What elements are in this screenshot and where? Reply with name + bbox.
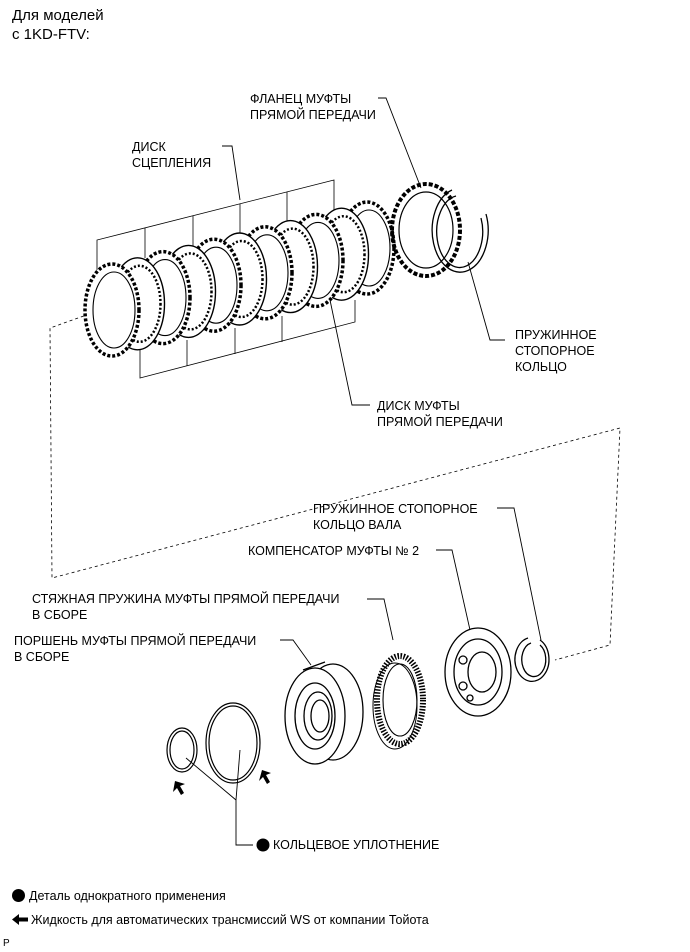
label-return-spring-1: СТЯЖНАЯ ПРУЖИНА МУФТЫ ПРЯМОЙ ПЕРЕДАЧИ: [32, 592, 340, 606]
label-return-spring-2: В СБОРЕ: [32, 608, 88, 622]
clutch-compensator: [444, 627, 512, 717]
label-shaft-snap-ring-1: ПРУЖИННОЕ СТОПОРНОЕ: [313, 502, 478, 516]
dashed-guide-lines: [49, 311, 621, 661]
non-reusable-dot: [256, 838, 270, 852]
label-compensator: КОМПЕНСАТОР МУФТЫ № 2: [248, 544, 420, 558]
header-models-line-2: с 1KD-FTV:: [12, 26, 90, 43]
label-shaft-snap-ring-2: КОЛЬЦО ВАЛА: [313, 518, 402, 532]
label-direct-disc-2: ПРЯМОЙ ПЕРЕДАЧИ: [377, 415, 503, 429]
clutch-disc-bracket: [96, 179, 356, 379]
fluid-arrow-icon: [12, 914, 28, 925]
label-piston-2: В СБОРЕ: [14, 650, 70, 664]
label-snap-ring-3: КОЛЬЦО: [515, 360, 567, 374]
legend-fluid: Жидкость для автоматических трансмиссий …: [12, 912, 429, 928]
clutch-disc-stack: [83, 200, 396, 358]
header-models-line-1: Для моделей: [12, 7, 104, 24]
label-clutch-disc-2: СЦЕПЛЕНИЯ: [132, 156, 212, 170]
label-flange-1: ФЛАНЕЦ МУФТЫ: [250, 92, 352, 106]
label-flange-2: ПРЯМОЙ ПЕРЕДАЧИ: [250, 108, 376, 122]
piston-assembly: [284, 661, 364, 765]
o-rings: [166, 702, 261, 784]
snap-ring: [431, 189, 489, 273]
leader-lines: [185, 97, 542, 846]
label-snap-ring-2: СТОПОРНОЕ: [515, 344, 595, 358]
legend-non-reusable: Деталь однократного применения: [12, 888, 226, 904]
label-o-ring: КОЛЬЦЕВОЕ УПЛОТНЕНИЕ: [273, 838, 440, 852]
legend-fluid-text: Жидкость для автоматических трансмиссий …: [31, 913, 429, 927]
direct-clutch-flange: [390, 182, 462, 278]
filled-circle-icon: [12, 889, 25, 902]
label-direct-disc-1: ДИСК МУФТЫ: [377, 399, 460, 413]
label-piston-1: ПОРШЕНЬ МУФТЫ ПРЯМОЙ ПЕРЕДАЧИ: [14, 634, 257, 648]
label-snap-ring-1: ПРУЖИННОЕ: [515, 328, 597, 342]
corner-mark: P: [3, 938, 10, 949]
shaft-snap-ring: [514, 637, 550, 683]
legend-non-reusable-text: Деталь однократного применения: [29, 889, 226, 903]
fluid-arrows: [173, 770, 271, 795]
label-clutch-disc-1: ДИСК: [132, 140, 166, 154]
return-spring: [372, 653, 426, 750]
clutch-disc: [83, 262, 141, 358]
